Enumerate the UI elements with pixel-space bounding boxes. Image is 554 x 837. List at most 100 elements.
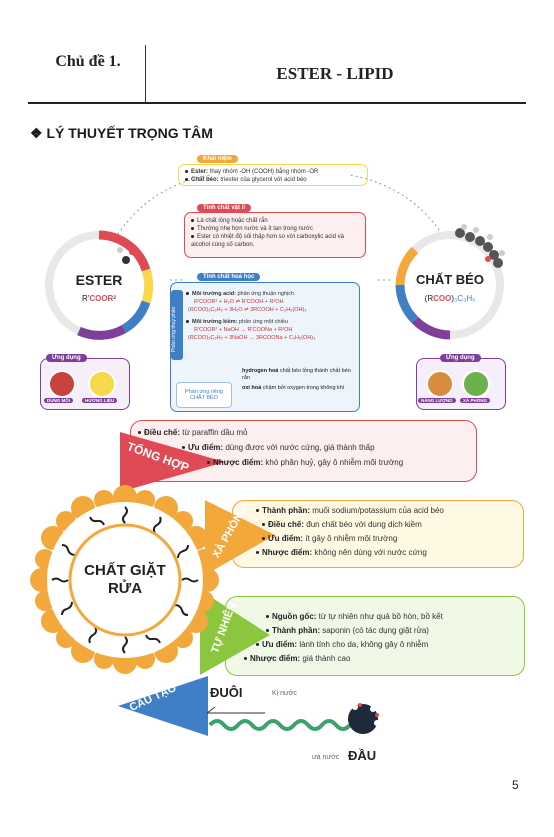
synthetic-wedge xyxy=(120,432,225,492)
fat-special-content: hydrogen hoá chất béo lỏng thành chất bé… xyxy=(242,368,357,392)
natural-key-2: Thành phần: xyxy=(272,626,320,635)
soap-val-4: không nên dùng với nước cứng xyxy=(312,548,427,557)
synthetic-key-3: Nhược điểm: xyxy=(213,458,264,467)
concept-fat-key: Chất béo: xyxy=(191,177,219,183)
natural-item-1: Nguồn gốc: từ tự nhiên như quả bồ hòn, b… xyxy=(266,612,443,621)
physical-line-3: Ester có nhiệt độ sôi thấp hơn so với ca… xyxy=(191,234,344,248)
ester-formula-r2: ² xyxy=(113,294,116,303)
oxidation-text: chậm bởi oxygen trong không khí xyxy=(261,385,345,391)
energy-icon xyxy=(426,370,454,398)
fat-formula-coo: COO xyxy=(433,294,452,303)
physical-box: Là chất lỏng hoặc chất rắn Thường nhẹ hơ… xyxy=(184,212,366,258)
section-title: ❖ LÝ THUYẾT TRỌNG TÂM xyxy=(30,125,213,141)
synthetic-key-2: Ưu điểm: xyxy=(188,443,224,452)
structure-wedge xyxy=(118,676,208,736)
soap-item-2: Điều chế: đun chất béo với dung dịch kiề… xyxy=(262,520,422,529)
natural-item-3: Ưu điểm: lành tính cho da, không gây ô n… xyxy=(256,640,428,649)
base-desc: phản ứng một chiều xyxy=(237,319,288,325)
synthetic-item-2: Ưu điểm: dùng được với nước cứng, giá th… xyxy=(182,443,375,452)
energy-label: NĂNG LƯỢNG xyxy=(418,398,456,403)
soap-item-3: Ưu điểm: ít gây ô nhiễm môi trường xyxy=(262,534,397,543)
solvent-icon xyxy=(48,370,76,398)
page-number: 5 xyxy=(512,778,519,792)
micelle-gear xyxy=(30,485,219,674)
base-title: Môi trường kiềm: xyxy=(192,319,238,325)
soap-key-4: Nhược điểm: xyxy=(262,548,313,557)
chemical-tag: Tính chất hoá học xyxy=(197,273,261,281)
natural-item-2: Thành phần: saponin (có tác dụng giặt rử… xyxy=(266,626,429,635)
detergent-center-title: CHẤT GIẶT RỬA xyxy=(84,562,166,597)
soap-key-1: Thành phần: xyxy=(262,506,310,515)
concept-ester-text: thay nhóm -OH (COOH) bằng nhóm -OR xyxy=(208,169,319,175)
base-eq-1: R'COOR² + NaOH → R'COONa + R²OH xyxy=(194,327,293,333)
fat-formula-r: (R xyxy=(424,294,434,303)
synthetic-val-1: từ paraffin dầu mỏ xyxy=(180,428,248,437)
surfactant-molecule xyxy=(206,703,380,734)
synthetic-key-1: Điều chế: xyxy=(144,428,181,437)
physical-line-1: Là chất lỏng hoặc chất rắn xyxy=(197,218,268,224)
concept-box: Ester: thay nhóm -OH (COOH) bằng nhóm -O… xyxy=(178,164,368,186)
head-label: ĐẦU xyxy=(348,748,377,763)
ester-ring xyxy=(45,230,154,340)
fat-ring xyxy=(395,224,505,340)
base-eq-2: (RCOO)₃C₃H₅ + 3NaOH → 3RCOONa + C₃H₅(OH)… xyxy=(188,335,316,341)
concept-fat-text: triester của glycerol với acid béo xyxy=(218,177,307,183)
natural-val-4: giá thành cao xyxy=(300,654,351,663)
hydrogenation-text: chất béo lỏng thành chất béo rắn xyxy=(242,368,351,381)
soap-icon xyxy=(462,370,490,398)
topic-label: Chủ đề 1. xyxy=(55,53,121,70)
header-divider xyxy=(145,45,146,103)
fat-formula: (RCOO)₃C₃H₅ xyxy=(400,294,500,303)
natural-key-3: Ưu điểm: xyxy=(262,640,298,649)
synthetic-item-1: Điều chế: từ paraffin dầu mỏ xyxy=(138,428,247,437)
acid-desc: phản ứng thuận nghịch xyxy=(235,291,295,297)
flavor-label: HƯƠNG LIỆU xyxy=(82,398,118,403)
tail-note: Kị nước xyxy=(272,690,297,697)
soap-key-3: Ưu điểm: xyxy=(268,534,304,543)
natural-key-1: Nguồn gốc: xyxy=(272,612,317,621)
hydrolysis-side-bar xyxy=(171,290,183,360)
acid-eq-1: R'COOR² + H₂O ⇌ R'COOH + R²OH xyxy=(194,299,284,305)
hydrolysis-side-label: Phản ứng thuỷ phân xyxy=(171,306,177,352)
chemical-content: Môi trường acid: phản ứng thuận nghịch R… xyxy=(186,290,356,342)
soap-val-1: muối sodium/potassium của acid béo xyxy=(310,506,444,515)
acid-title: Môi trường acid: xyxy=(192,291,236,297)
fat-formula-glycerol: ₃C₃H₅ xyxy=(454,294,476,303)
applications-left-tag: Ứng dụng xyxy=(46,354,87,362)
hydrogenation-key: hydrogen hoá xyxy=(242,368,279,374)
ester-formula: R'COOR² xyxy=(54,294,144,303)
tail-label: ĐUÔI xyxy=(210,685,243,700)
fat-title: CHẤT BÉO xyxy=(416,272,484,287)
head-note: ưa nước xyxy=(312,754,340,761)
header-rule xyxy=(28,102,526,104)
soap-label: XÀ PHÒNG xyxy=(460,398,491,403)
flavor-icon xyxy=(88,370,116,398)
ester-title: ESTER xyxy=(75,272,123,288)
page-title: ESTER - LIPID xyxy=(276,64,394,83)
natural-val-3: lành tính cho da, không gây ô nhiễm xyxy=(297,640,429,649)
soap-val-2: đun chất béo với dung dịch kiềm xyxy=(304,520,422,529)
fat-special-label: Phản ứng riêng CHẤT BÉO xyxy=(176,382,232,408)
soap-wedge xyxy=(205,500,275,575)
synthetic-val-3: khó phân huỷ, gây ô nhiễm môi trường xyxy=(263,458,404,467)
natural-wedge xyxy=(200,590,270,675)
synthetic-item-3: Nhược điểm: khó phân huỷ, gây ô nhiễm mô… xyxy=(207,458,403,467)
soap-item-4: Nhược điểm: không nên dùng với nước cứng xyxy=(256,548,427,557)
physical-tag: Tính chất vật lí xyxy=(197,204,252,212)
soap-item-1: Thành phần: muối sodium/potassium của ac… xyxy=(256,506,444,515)
applications-right-tag: Ứng dụng xyxy=(440,354,481,362)
solvent-label: DUNG MÔI xyxy=(44,398,73,403)
fat-formula-close: ) xyxy=(451,294,455,303)
concept-ester-key: Ester: xyxy=(191,169,209,175)
ester-formula-coo: COOR xyxy=(89,294,114,303)
natural-key-4: Nhược điểm: xyxy=(250,654,301,663)
soap-panel xyxy=(232,500,524,568)
oxidation-key: oxi hoá xyxy=(242,385,262,391)
soap-val-3: ít gây ô nhiễm môi trường xyxy=(303,534,398,543)
physical-line-2: Thường nhẹ hơn nước và ít tan trong nước xyxy=(197,226,313,232)
soap-key-2: Điều chế: xyxy=(268,520,305,529)
concept-tag: Khái niệm xyxy=(197,155,238,163)
acid-eq-2: (RCOO)₃C₃H₅ + 3H₂O ⇌ 3RCOOH + C₃H₅(OH)₃ xyxy=(188,307,307,313)
natural-val-2: saponin (có tác dụng giặt rửa) xyxy=(320,626,429,635)
natural-val-1: từ tự nhiên như quả bồ hòn, bồ kết xyxy=(316,612,443,621)
